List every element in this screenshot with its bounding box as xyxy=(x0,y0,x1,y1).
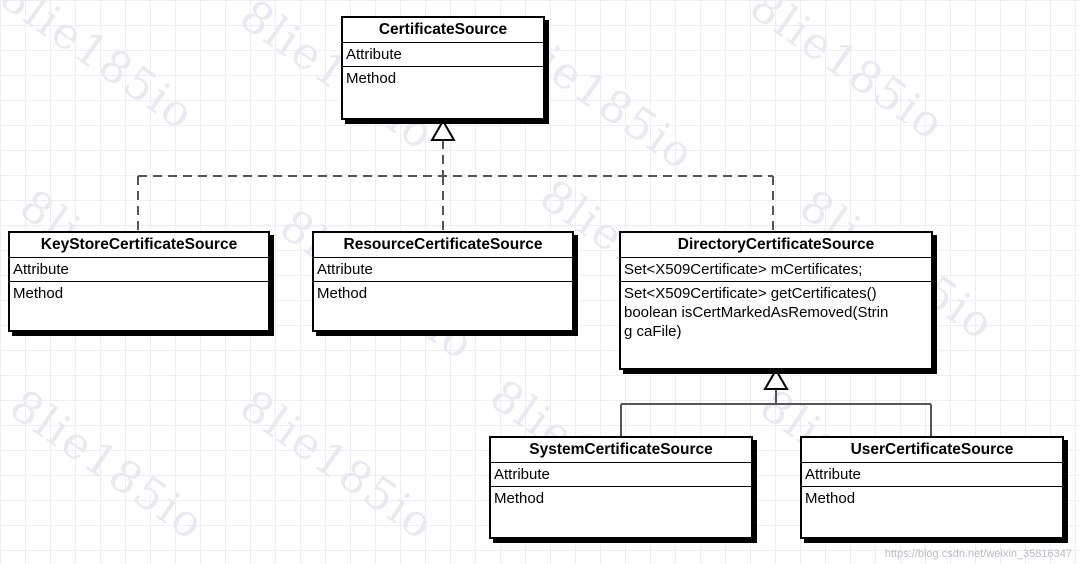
method-section: Set<X509Certificate> getCertificates() b… xyxy=(621,282,931,343)
method: Method xyxy=(805,490,856,507)
attribute-section: Attribute xyxy=(343,43,543,67)
method-section: Method xyxy=(491,487,751,510)
class-resource-certificate-source[interactable]: ResourceCertificateSource Attribute Meth… xyxy=(312,231,574,332)
method: boolean isCertMarkedAsRemoved(Strin xyxy=(624,304,889,321)
class-certificate-source[interactable]: CertificateSource Attribute Method xyxy=(341,16,545,120)
attribute-section: Attribute xyxy=(491,463,751,487)
method: g caFile) xyxy=(624,323,682,340)
method-section: Method xyxy=(10,282,268,305)
attribute-section: Attribute xyxy=(314,258,572,282)
class-keystore-certificate-source[interactable]: KeyStoreCertificateSource Attribute Meth… xyxy=(8,231,270,332)
method: Method xyxy=(346,70,397,87)
class-name: KeyStoreCertificateSource xyxy=(10,233,268,258)
method: Set<X509Certificate> getCertificates() xyxy=(624,285,877,302)
source-credit: https://blog.csdn.net/weixin_35816347 xyxy=(884,548,1072,560)
attribute: Attribute xyxy=(317,261,373,278)
class-name: DirectoryCertificateSource xyxy=(621,233,931,258)
class-name: CertificateSource xyxy=(343,18,543,43)
method: Method xyxy=(317,285,368,302)
inheritance-arrowhead xyxy=(763,368,789,390)
class-name: UserCertificateSource xyxy=(802,438,1062,463)
class-directory-certificate-source[interactable]: DirectoryCertificateSource Set<X509Certi… xyxy=(619,231,933,370)
class-system-certificate-source[interactable]: SystemCertificateSource Attribute Method xyxy=(489,436,753,539)
method: Method xyxy=(494,490,545,507)
attribute: Attribute xyxy=(13,261,69,278)
attribute: Set<X509Certificate> mCertificates; xyxy=(624,261,863,278)
attribute-section: Attribute xyxy=(802,463,1062,487)
method-section: Method xyxy=(343,67,543,90)
realization-links xyxy=(137,140,774,231)
attribute: Attribute xyxy=(805,466,861,483)
attribute: Attribute xyxy=(494,466,550,483)
class-name: SystemCertificateSource xyxy=(491,438,751,463)
method: Method xyxy=(13,285,64,302)
attribute: Attribute xyxy=(346,46,402,63)
attribute-section: Set<X509Certificate> mCertificates; xyxy=(621,258,931,282)
inheritance-links xyxy=(620,389,932,436)
class-user-certificate-source[interactable]: UserCertificateSource Attribute Method xyxy=(800,436,1064,539)
attribute-section: Attribute xyxy=(10,258,268,282)
method-section: Method xyxy=(802,487,1062,510)
class-name: ResourceCertificateSource xyxy=(314,233,572,258)
method-section: Method xyxy=(314,282,572,305)
realization-arrowhead xyxy=(430,119,456,141)
